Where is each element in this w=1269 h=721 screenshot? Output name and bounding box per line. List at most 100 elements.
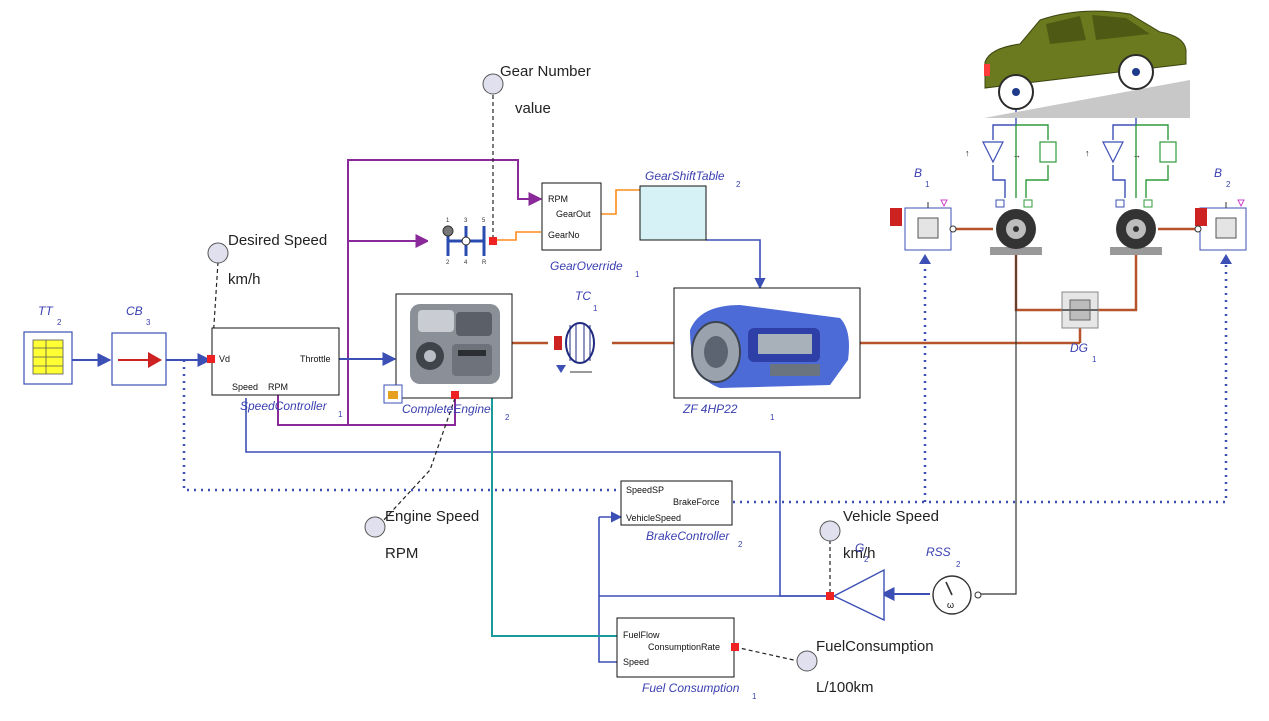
gear-override-name: GearOverride	[550, 259, 623, 273]
speedcontroller-rpm-line	[277, 393, 348, 426]
consumptionrate-label: ConsumptionRate	[648, 642, 720, 652]
right-gain-icon	[1102, 141, 1124, 164]
speedsp-label: SpeedSP	[626, 485, 664, 495]
left-sensor-group: ↑ →	[965, 141, 1057, 164]
brake-1-icon	[890, 199, 952, 251]
dg-sub: 1	[1092, 355, 1097, 364]
tc-sub: 1	[593, 304, 598, 313]
rss-block[interactable]: ω RSS 2	[926, 545, 982, 615]
differential-block[interactable]: DG 1	[1061, 291, 1099, 364]
vehicle-speed-display-icon[interactable]	[819, 520, 841, 542]
tc-block[interactable]: TC 1	[548, 289, 612, 373]
cb-block[interactable]: CB 3	[111, 304, 167, 386]
gear-lever-port[interactable]	[489, 237, 497, 245]
brake-controller-block[interactable]: SpeedSP BrakeForce VehicleSpeed BrakeCon…	[620, 480, 743, 549]
shifttable-to-gearbox-line	[706, 239, 766, 290]
brake-b2-block[interactable]: B 2	[1194, 166, 1247, 264]
right-sensor-group: ↑ →	[1085, 141, 1177, 164]
rpm-bus-line	[347, 244, 456, 426]
car-right-green-a	[1136, 124, 1169, 140]
fuelflow-label: FuelFlow	[623, 630, 660, 640]
transmission-sub: 1	[770, 413, 775, 422]
up-arrow-icon: ↑	[965, 148, 970, 158]
gear-number-display-icon[interactable]	[482, 73, 504, 95]
gear-number-monitor[interactable]: Gear Number value	[482, 63, 591, 117]
cb-name: CB	[126, 304, 143, 318]
transmission-block[interactable]: ZF 4HP22 1	[673, 287, 861, 422]
vd-port-label: Vd	[219, 354, 230, 364]
gain-block[interactable]: G 2	[826, 541, 885, 622]
gear-shift-table-block[interactable]: GearShiftTable 2	[639, 169, 741, 241]
dg-name: DG	[1070, 341, 1088, 355]
engine-fuelflow-line	[491, 398, 617, 637]
right-arrow-icon-2: →	[1132, 150, 1141, 160]
speed-controller-block[interactable]: Vd Throttle Speed RPM SpeedController 1	[207, 327, 343, 419]
gear-number-label: Gear Number	[500, 63, 591, 80]
brake-b1-block[interactable]: B 1	[890, 166, 957, 264]
tt-sub: 2	[57, 318, 62, 327]
gear-override-block[interactable]: RPM GearOut GearNo GearOverride 1	[541, 182, 640, 279]
desired-speed-display-icon[interactable]	[207, 242, 229, 264]
right-wheel[interactable]	[1110, 199, 1162, 255]
rpm-port-label: RPM	[268, 382, 288, 392]
differential-icon	[1061, 291, 1099, 329]
torque-converter-icon	[554, 322, 595, 373]
gear-lever-block[interactable]: 1 3 5 2 4 R	[428, 218, 497, 266]
connections	[72, 90, 1228, 663]
diff-to-right-wheel-shaft	[1098, 232, 1138, 312]
gear-r-label: R	[482, 260, 487, 266]
gear-shifter-icon	[442, 225, 486, 256]
car-icon[interactable]	[984, 10, 1190, 118]
engine-speed-display-icon[interactable]	[364, 516, 386, 538]
fuel-consumption-name: Fuel Consumption	[642, 681, 740, 695]
gearout-label: GearOut	[556, 209, 591, 219]
gear-shift-table-name: GearShiftTable	[645, 169, 725, 183]
fuel-consumption-monitor[interactable]: FuelConsumption L/100km	[796, 638, 934, 696]
tt-block[interactable]: TT 2	[23, 304, 73, 385]
gear-1-label: 1	[446, 218, 450, 224]
vd-port[interactable]	[207, 355, 215, 363]
engine-rpm-port[interactable]	[451, 391, 459, 399]
left-sensor-box-icon	[1039, 141, 1057, 163]
left-wheel[interactable]	[990, 199, 1042, 255]
left-gain-to-wheel	[992, 165, 1006, 198]
gearno-label: GearNo	[548, 230, 580, 240]
fuel-consumption-label: FuelConsumption	[816, 638, 934, 655]
shift-table-icon	[639, 185, 707, 241]
brakeforce-to-b2-line	[733, 262, 1228, 504]
left-gain-icon	[982, 141, 1004, 164]
complete-engine-name: CompleteEngine	[402, 402, 491, 416]
vehicle-speed-unit: km/h	[843, 545, 876, 562]
engine-speed-monitor[interactable]: Engine Speed RPM	[364, 508, 479, 562]
b2-sub: 2	[1226, 180, 1231, 189]
left-ground-icon	[990, 247, 1042, 255]
desired-speed-label: Desired Speed	[228, 232, 327, 249]
desired-speed-monitor[interactable]: Desired Speed km/h	[207, 232, 327, 288]
gain-output-port[interactable]	[826, 592, 834, 600]
vehicle-speed-monitor[interactable]: Vehicle Speed km/h	[819, 508, 939, 562]
engine-speed-probe	[381, 397, 456, 523]
brake-controller-name: BrakeController	[646, 529, 730, 543]
brake-controller-sub: 2	[738, 540, 743, 549]
car-right-green-b	[1145, 165, 1169, 198]
complete-engine-block[interactable]: CompleteEngine 2	[383, 293, 513, 422]
vehiclespeed-in-label: VehicleSpeed	[626, 513, 681, 523]
rpm-to-gearoverride-line	[347, 159, 543, 244]
right-gain-to-wheel	[1112, 165, 1126, 198]
complete-engine-sub: 2	[505, 413, 510, 422]
gain-triangle-icon	[832, 568, 885, 622]
b1-name: B	[914, 166, 922, 180]
speed-port-label: Speed	[232, 382, 258, 392]
tt-name: TT	[38, 304, 54, 318]
speed-distribution-line	[598, 517, 617, 663]
speed-setpoint-dotted-line	[182, 360, 619, 492]
gear-3-label: 3	[464, 218, 468, 224]
brake-2-icon	[1195, 199, 1247, 251]
wheel-to-rss-shaft	[978, 232, 1017, 595]
fuel-consumption-display-icon[interactable]	[796, 650, 818, 672]
b2-name: B	[1214, 166, 1222, 180]
gear-number-unit: value	[515, 100, 551, 117]
fuel-consumption-block[interactable]: FuelFlow ConsumptionRate Speed Fuel Cons…	[616, 617, 757, 701]
consumption-rate-port[interactable]	[731, 643, 739, 651]
